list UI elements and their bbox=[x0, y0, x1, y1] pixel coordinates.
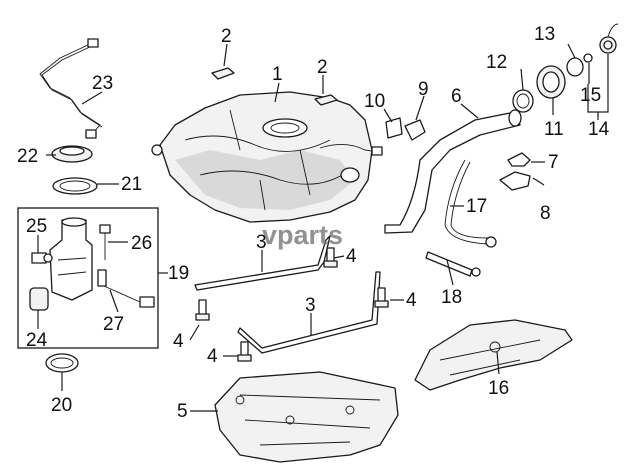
callout-13: 13 bbox=[534, 24, 555, 45]
strap-bolt bbox=[237, 341, 252, 362]
callout-6: 6 bbox=[451, 86, 462, 107]
callout-12: 12 bbox=[486, 52, 507, 73]
callout-14: 14 bbox=[588, 119, 610, 140]
filler-housing-11 bbox=[536, 65, 566, 99]
callout-15: 15 bbox=[580, 85, 601, 106]
callout-19: 19 bbox=[168, 263, 189, 284]
tank-strap-lower bbox=[237, 271, 381, 354]
callout-22: 22 bbox=[17, 146, 38, 167]
callout-labels: 1 2 2 3 3 4 4 4 4 5 6 7 8 9 10 11 12 13 … bbox=[17, 24, 610, 422]
washer-15 bbox=[583, 53, 593, 63]
watermark-text: vparts bbox=[262, 220, 343, 250]
strap-bolt bbox=[195, 299, 210, 321]
callout-11: 11 bbox=[544, 119, 564, 140]
strap-bolt bbox=[374, 287, 389, 308]
clip-10 bbox=[385, 117, 403, 139]
breather-hose bbox=[425, 251, 481, 277]
callout-2: 2 bbox=[317, 57, 328, 78]
callout-16: 16 bbox=[488, 378, 509, 399]
callout-7: 7 bbox=[548, 152, 559, 173]
fuel-cap-14 bbox=[599, 23, 619, 54]
tank-cushion-left bbox=[211, 67, 235, 80]
retainer-ring-12 bbox=[512, 89, 534, 113]
callout-5: 5 bbox=[177, 401, 188, 422]
callout-10: 10 bbox=[364, 91, 385, 112]
pump-gasket-20 bbox=[45, 353, 79, 373]
callout-2: 2 bbox=[221, 26, 232, 47]
fuel-tank bbox=[151, 91, 383, 223]
vent-hose bbox=[444, 159, 497, 248]
callout-26: 26 bbox=[131, 233, 152, 254]
callout-9: 9 bbox=[418, 79, 429, 100]
callout-3: 3 bbox=[256, 232, 267, 253]
pump-cover-22 bbox=[51, 145, 93, 163]
callout-27: 27 bbox=[103, 314, 124, 335]
callout-4: 4 bbox=[207, 346, 218, 367]
callout-18: 18 bbox=[441, 287, 462, 308]
sensor-cable-23 bbox=[39, 38, 103, 139]
callout-8: 8 bbox=[540, 203, 551, 224]
tank-cushion-right bbox=[314, 94, 338, 106]
bracket-lower bbox=[499, 171, 531, 191]
bracket-upper bbox=[507, 152, 531, 167]
leader-lines bbox=[37, 43, 609, 412]
callout-1: 1 bbox=[272, 64, 283, 85]
strap-bolt bbox=[323, 247, 338, 268]
callout-24: 24 bbox=[26, 330, 48, 351]
filler-pipe bbox=[384, 109, 522, 234]
callout-3: 3 bbox=[305, 295, 316, 316]
callout-23: 23 bbox=[92, 73, 113, 94]
callout-4: 4 bbox=[346, 246, 357, 267]
callout-4: 4 bbox=[406, 290, 417, 311]
callout-20: 20 bbox=[51, 395, 72, 416]
fuel-pump-24 bbox=[29, 287, 49, 311]
gasket-13 bbox=[566, 57, 584, 77]
clip-9 bbox=[404, 119, 426, 141]
wire-harness-26 bbox=[99, 224, 111, 260]
tank-heat-shield bbox=[214, 371, 399, 463]
callout-17: 17 bbox=[466, 196, 487, 217]
level-sender-27 bbox=[97, 269, 155, 308]
fuel-pump-module bbox=[49, 217, 93, 301]
retainer-ring-21 bbox=[52, 177, 98, 195]
callout-25: 25 bbox=[26, 216, 47, 237]
fuel-filter-25 bbox=[31, 252, 53, 264]
tank-protector bbox=[414, 319, 573, 391]
callout-21: 21 bbox=[121, 174, 142, 195]
callout-4: 4 bbox=[173, 331, 184, 352]
